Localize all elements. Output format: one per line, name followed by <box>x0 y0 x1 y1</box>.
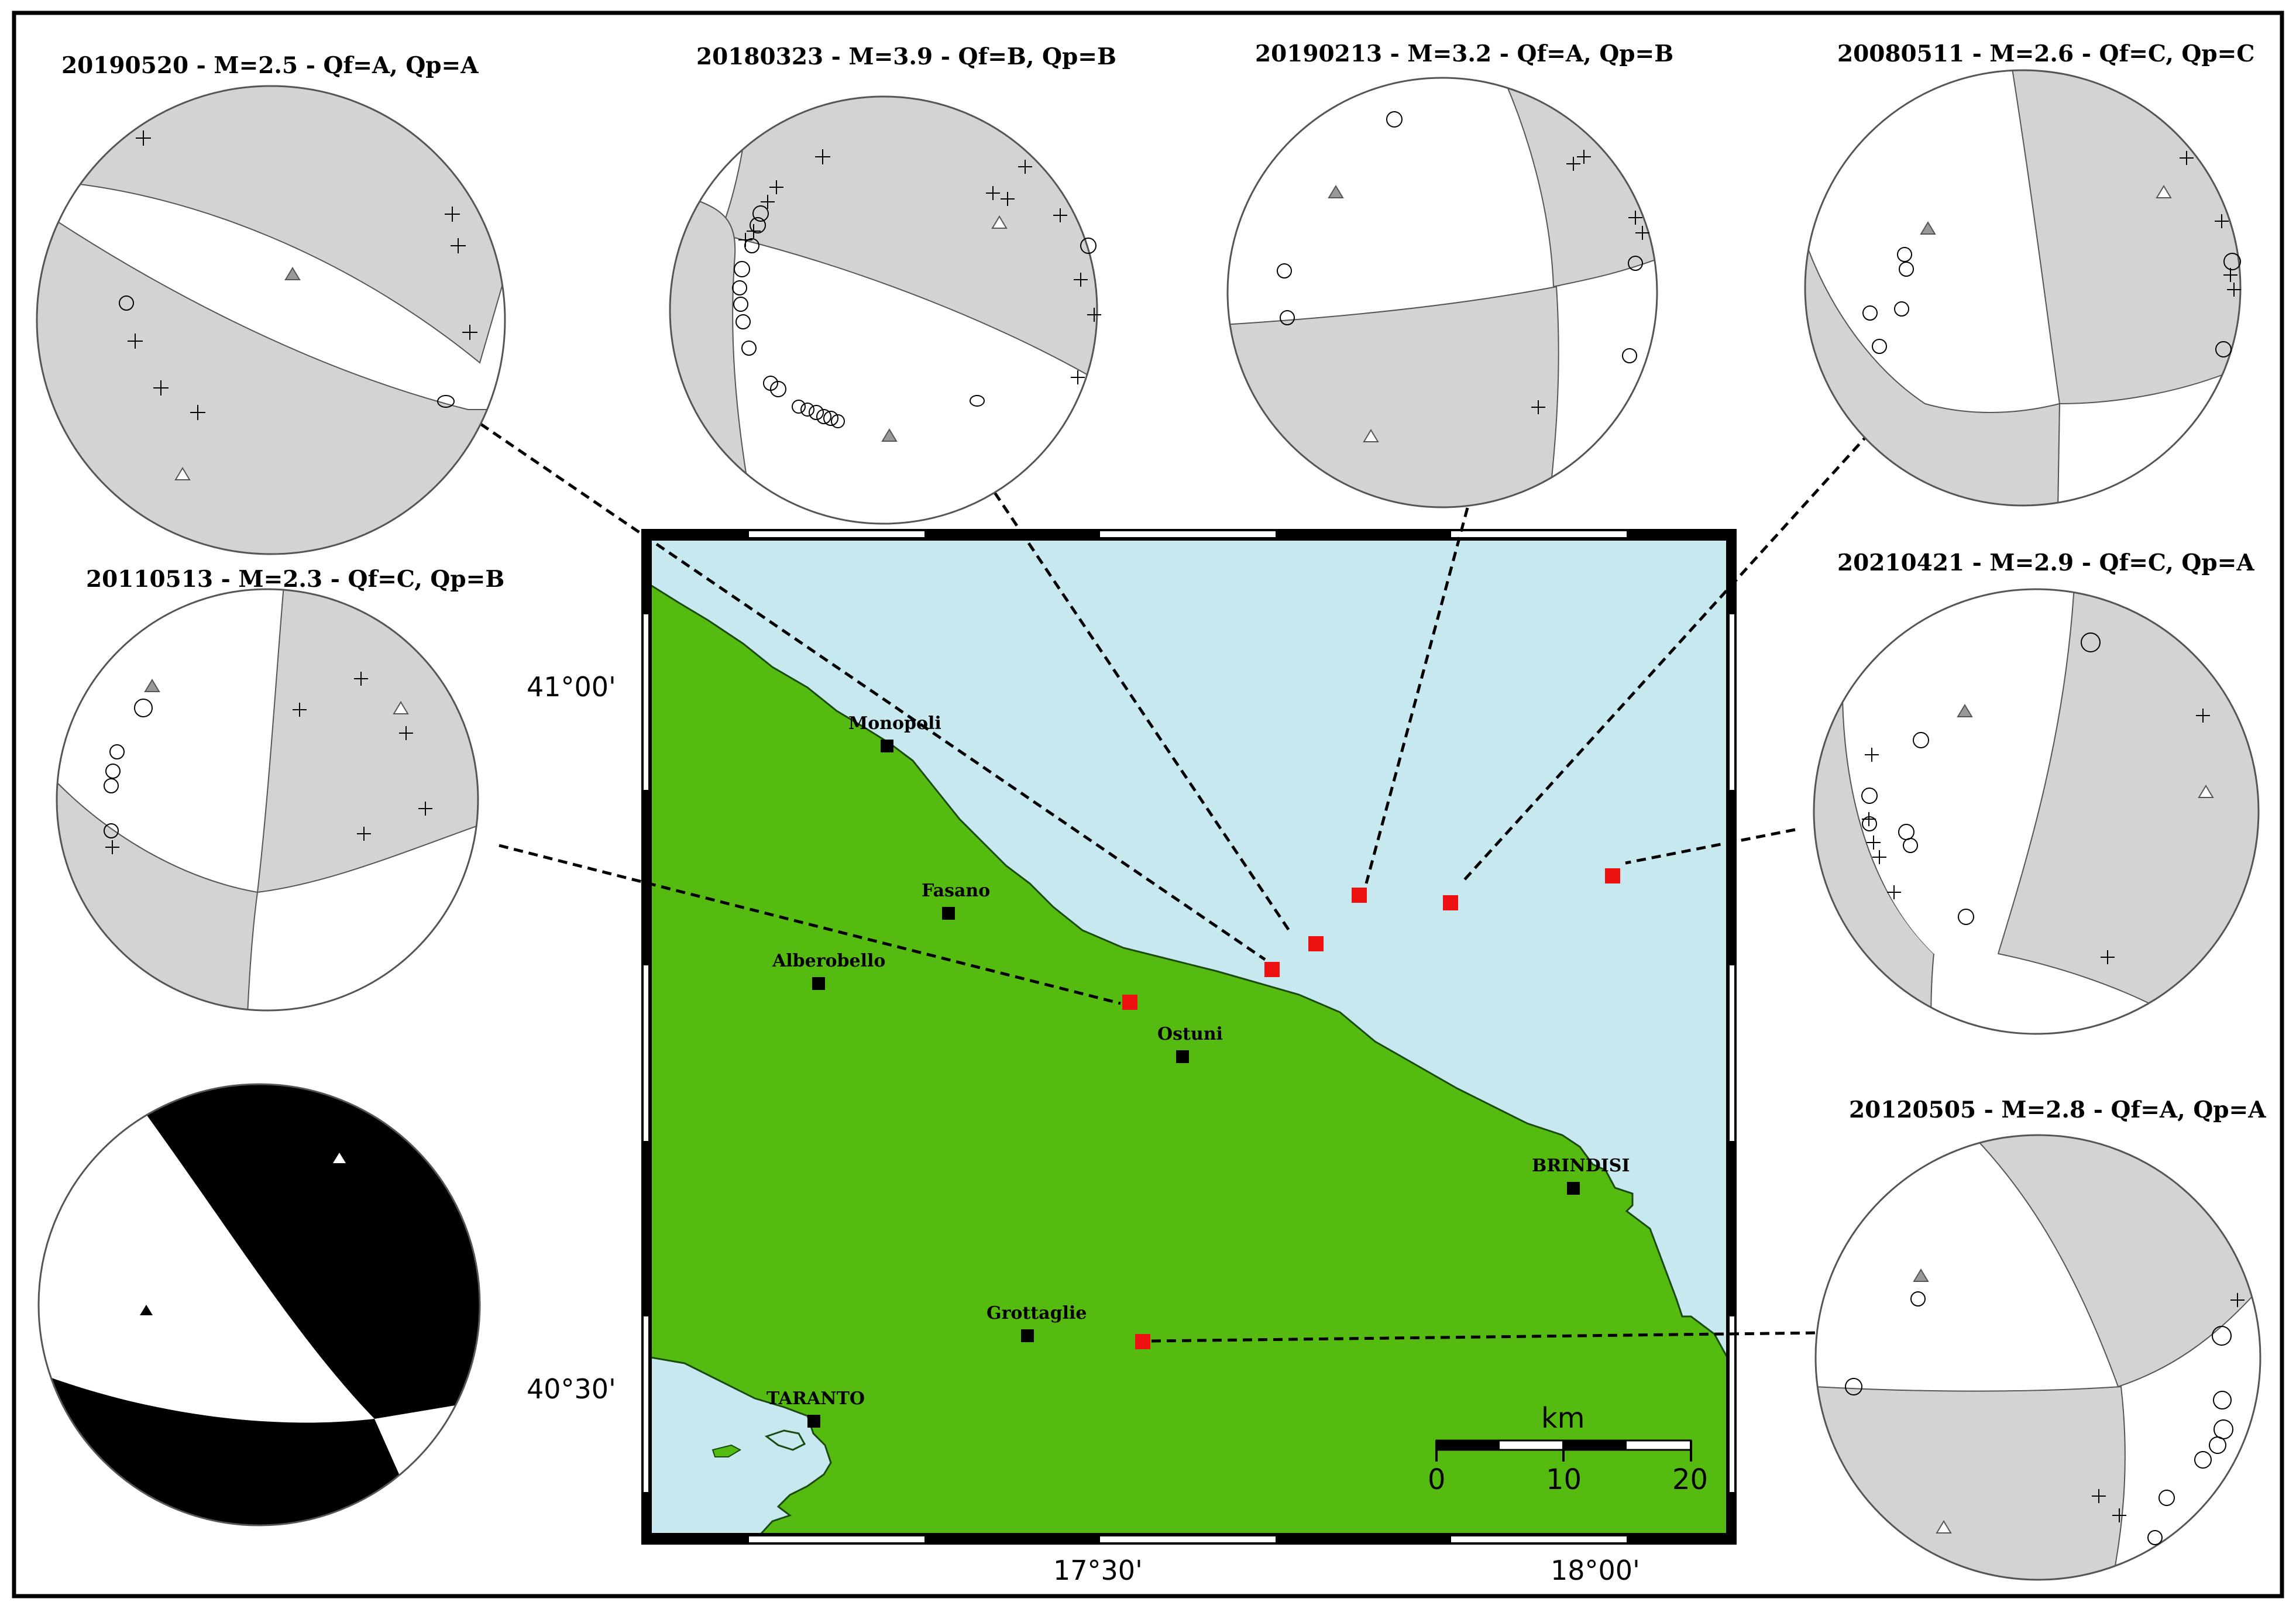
polarity-symbols <box>1277 111 1649 442</box>
scale-bar: km 0 10 20 <box>1428 1402 1708 1496</box>
lat-label-4030: 40°30' <box>527 1373 616 1405</box>
mechanism-title-20080511: 20080511 - M=2.6 - Qf=C, Qp=C <box>1837 40 2254 67</box>
polarity-symbols <box>1861 632 2214 964</box>
polarity-symbols <box>119 130 477 480</box>
city-marker-taranto[interactable] <box>807 1415 820 1428</box>
polarity-symbols <box>732 149 1101 442</box>
epicenter-20120505[interactable] <box>1135 1334 1150 1349</box>
city-label-fasano: Fasano <box>922 881 990 901</box>
polarity-symbols <box>104 672 432 854</box>
city-marker-alberobello[interactable] <box>812 977 825 990</box>
lat-label-41: 41°00' <box>527 671 616 703</box>
lon-label-1730: 17°30' <box>1053 1555 1143 1586</box>
epicenter-20180323[interactable] <box>1308 936 1324 951</box>
mechanism-title-20210421: 20210421 - M=2.9 - Qf=C, Qp=A <box>1837 549 2254 576</box>
mechanism-title-20190213: 20190213 - M=3.2 - Qf=A, Qp=B <box>1255 40 1673 67</box>
leader-lines <box>467 414 1871 1343</box>
mar-piccolo <box>764 1429 806 1451</box>
city-label-monopoli: Monopoli <box>848 713 941 734</box>
city-marker-brindisi[interactable] <box>1567 1182 1580 1195</box>
city-label-grottaglie: Grottaglie <box>987 1303 1087 1323</box>
epicenter-20190213[interactable] <box>1352 888 1367 903</box>
epicenter-20210421[interactable] <box>1605 868 1620 883</box>
scale-tick-0: 0 <box>1428 1463 1446 1496</box>
city-marker-ostuni[interactable] <box>1176 1050 1189 1063</box>
p-axis-marker <box>333 1153 346 1163</box>
scale-tick-10: 10 <box>1546 1463 1582 1496</box>
epicenter-20110513[interactable] <box>1122 995 1137 1010</box>
mechanism-title-20190520: 20190520 - M=2.5 - Qf=A, Qp=A <box>61 52 479 79</box>
lon-label-18: 18°00' <box>1551 1555 1640 1586</box>
t-axis-marker <box>140 1305 153 1315</box>
cities: Monopoli Fasano Alberobello Ostuni BRIND… <box>767 713 1630 1428</box>
city-marker-grottaglie[interactable] <box>1021 1329 1034 1342</box>
city-marker-monopoli[interactable] <box>881 740 893 752</box>
epicenters <box>1122 868 1620 1349</box>
epicenter-20080511[interactable] <box>1443 895 1458 910</box>
epicenter-20190520[interactable] <box>1264 962 1280 977</box>
small-island <box>712 1444 742 1457</box>
map-border-ticks <box>641 529 1737 1545</box>
scale-tick-20: 20 <box>1672 1463 1708 1496</box>
polarity-symbols <box>1845 1268 2245 1545</box>
composite-focal-mechanism <box>37 1083 481 1527</box>
mechanism-title-20180323: 20180323 - M=3.9 - Qf=B, Qp=B <box>696 43 1116 70</box>
city-label-alberobello: Alberobello <box>772 951 885 971</box>
city-label-ostuni: Ostuni <box>1157 1024 1223 1044</box>
polarity-symbols <box>1862 151 2241 357</box>
scale-unit: km <box>1541 1402 1585 1435</box>
city-label-brindisi: BRINDISI <box>1532 1156 1630 1176</box>
mechanism-title-20120505: 20120505 - M=2.8 - Qf=A, Qp=A <box>1849 1096 2266 1123</box>
map-panel: 41°00' 40°30' 17°30' 18°00' Monopoli Fas… <box>527 529 1737 1586</box>
city-marker-fasano[interactable] <box>942 907 955 920</box>
city-label-taranto: TARANTO <box>767 1388 865 1409</box>
mechanism-title-20110513: 20110513 - M=2.3 - Qf=C, Qp=B <box>86 566 504 593</box>
gulf-of-taranto <box>651 1356 832 1534</box>
